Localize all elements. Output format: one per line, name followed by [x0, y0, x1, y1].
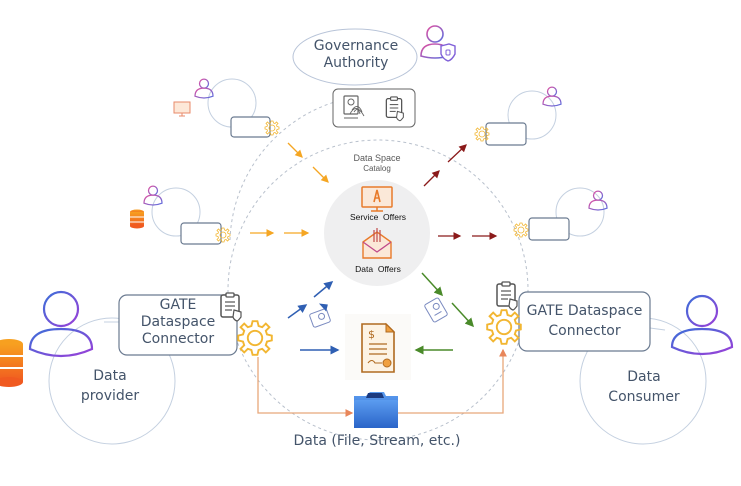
contract-icon: $	[361, 322, 396, 373]
catalog-title-line1: Data Space	[353, 153, 401, 163]
consumer-connector-line1: GATE Dataspace	[526, 303, 643, 319]
provider-arrows	[287, 281, 340, 355]
catalog-title-line2: Catalog	[363, 164, 391, 174]
consumer-role-line1: Data	[627, 369, 661, 385]
dataspace-boundary	[227, 139, 529, 441]
svg-text:$: $	[368, 328, 375, 341]
participant-mid-left	[130, 185, 231, 245]
consumer-policy-clipboard-icon	[496, 281, 518, 311]
participant-top-left	[173, 78, 280, 138]
consumer-arrows	[414, 272, 475, 355]
provider-person-icon	[28, 290, 94, 358]
data-transfer-label: Data (File, Stream, etc.)	[293, 433, 461, 449]
provider-database-icon	[0, 339, 23, 387]
participant-top-right	[474, 86, 562, 146]
consumer-connector-gear-icon[interactable]	[486, 309, 522, 345]
consumer-person-icon	[670, 294, 734, 356]
data-offers-label[interactable]: Data Offers	[355, 264, 401, 274]
provider-connector-line2: Dataspace	[140, 314, 216, 331]
policy-document-icon	[309, 303, 331, 328]
consumer-role-label: Data Consumer	[594, 367, 694, 408]
governance-oval	[292, 28, 418, 86]
transfer-line-in	[398, 348, 507, 414]
fingerprint-id-icon	[343, 95, 365, 119]
provider-role-line1: Data	[93, 368, 127, 384]
data-folder-icon	[354, 392, 398, 428]
provider-connector-line1: GATE	[159, 297, 197, 313]
provider-connector-label: GATE Dataspace Connector	[119, 297, 237, 348]
contract-offer-icon	[424, 297, 448, 323]
governance-person-shield-icon	[420, 25, 456, 62]
clipboard-check-icon	[385, 96, 404, 122]
provider-role-label: Data provider	[60, 366, 160, 407]
service-offers-label[interactable]: Service Offers	[349, 212, 407, 222]
consumer-connector-label: GATE Dataspace Connector	[519, 302, 650, 341]
consumer-connector-box[interactable]	[518, 291, 651, 352]
database-icon	[130, 209, 144, 229]
provider-connector-box[interactable]	[118, 294, 238, 356]
catalog-title: Data Space Catalog	[332, 153, 422, 174]
governance-title-line2: Authority	[323, 55, 389, 72]
governance-icons-box	[332, 88, 416, 128]
incoming-arrows	[250, 142, 329, 237]
provider-connector-gear-icon[interactable]	[237, 320, 273, 356]
governance-title: Governance Authority	[300, 38, 412, 72]
data-offers-icon	[362, 228, 392, 259]
consumer-connector-line2: Connector	[548, 322, 621, 339]
provider-circle	[48, 317, 176, 445]
provider-role-line2: provider	[80, 388, 140, 405]
outgoing-arrows	[423, 144, 498, 240]
service-offers-icon	[361, 186, 393, 212]
participant-mid-right	[513, 187, 608, 241]
governance-title-line1: Governance	[313, 38, 399, 54]
transfer-line-out	[257, 357, 354, 417]
monitor-icon	[173, 101, 191, 117]
provider-connector-line3: Connector	[141, 331, 215, 348]
consumer-role-line2: Consumer	[608, 389, 680, 406]
